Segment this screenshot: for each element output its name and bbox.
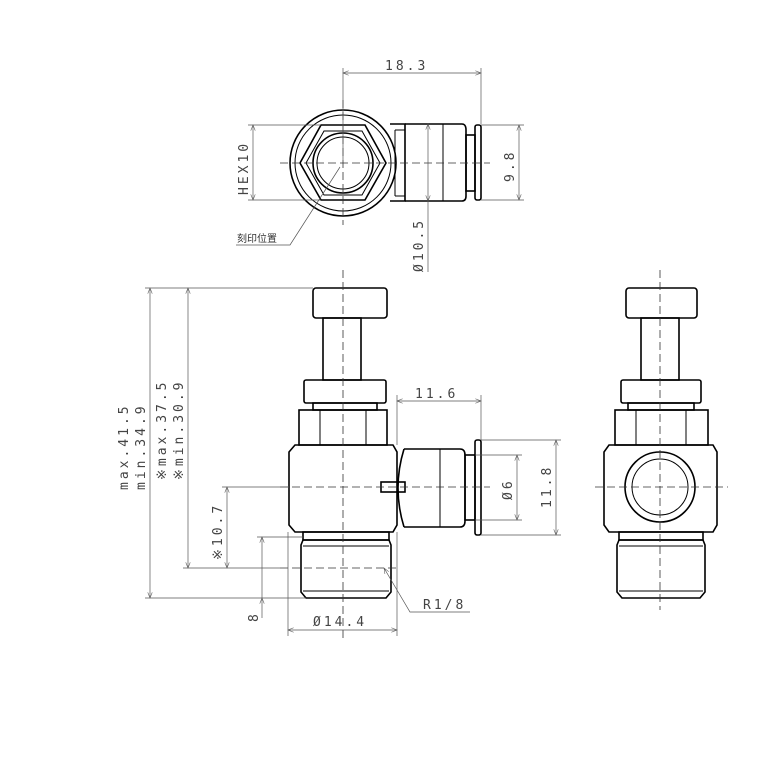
front-view: max.41.5 min.34.9 ※max.37.5 ※min.30.9 ※1… (117, 270, 561, 640)
dim-min-height-ref: ※min.30.9 (172, 379, 187, 480)
dim-tube-diameter: Ø6 (501, 478, 516, 500)
dim-top-width: 18.3 (385, 59, 428, 74)
dim-max-height-ref: ※max.37.5 (155, 379, 170, 480)
marking-position-note: 刻印位置 (237, 232, 277, 245)
dim-min-height: min.34.9 (134, 403, 149, 490)
dim-center-height: ※10.7 (211, 503, 226, 560)
side-view (595, 270, 728, 610)
dim-hex-diameter: Ø14.4 (313, 615, 367, 630)
dim-body-diameter: Ø10.5 (412, 218, 427, 272)
dim-flange-height: 11.8 (540, 465, 555, 508)
dim-thread: R1/8 (423, 598, 466, 613)
dim-thread-length: 8 (247, 611, 262, 622)
dim-max-height: max.41.5 (117, 403, 132, 490)
dim-hex: HEX10 (237, 141, 252, 195)
top-view: 18.3 HEX10 9.8 Ø10.5 刻印位置 (236, 59, 524, 272)
dim-side-length: 11.6 (415, 387, 458, 402)
dim-top-height: 9.8 (503, 150, 518, 182)
